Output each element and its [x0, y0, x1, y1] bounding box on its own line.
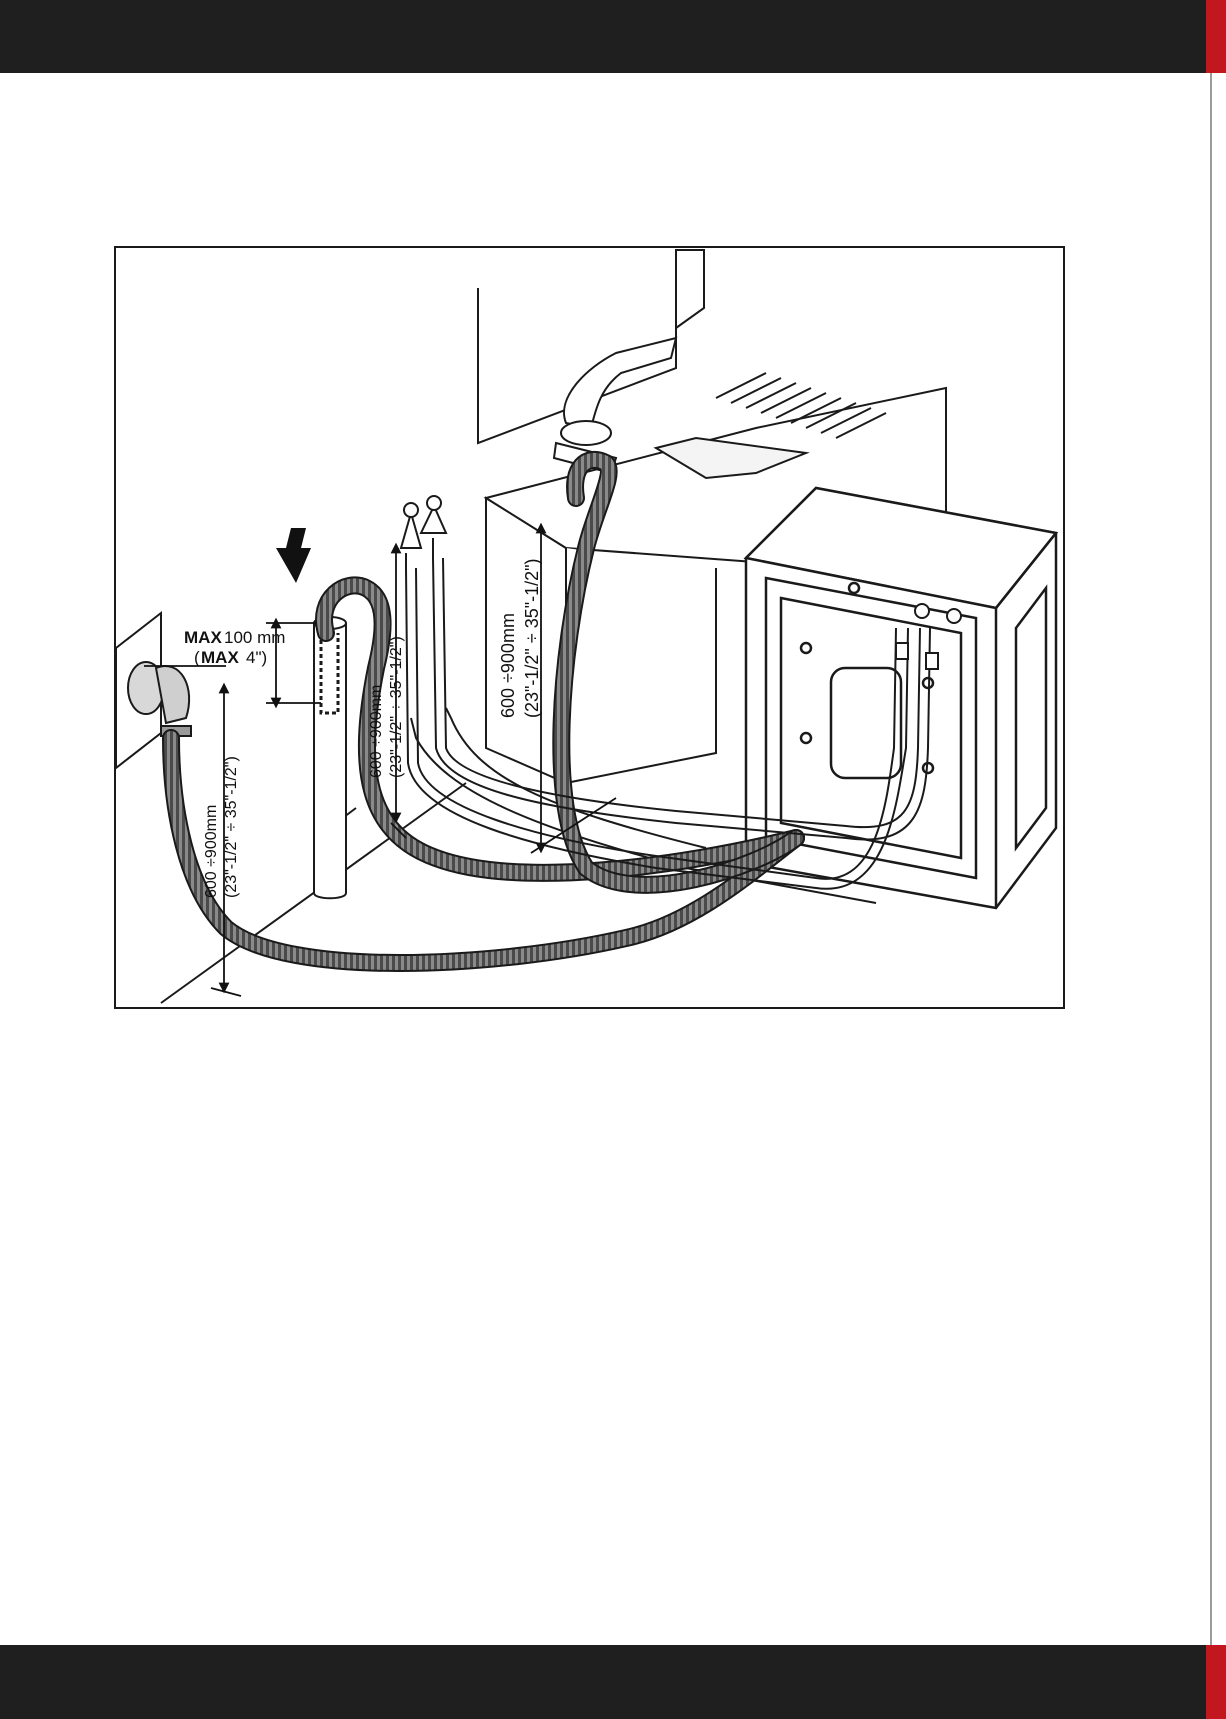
- footer-accent: [1206, 1645, 1226, 1719]
- page-edge-stripe: [1210, 73, 1212, 1645]
- water-taps: [401, 496, 446, 568]
- footer-band: [0, 1645, 1206, 1719]
- installation-diagram: MAX 100 mm ( MAX 4") 600 ÷900mm (23"-1/2…: [116, 248, 1067, 1011]
- mid-dim-mm: 600 ÷900mm: [368, 685, 385, 778]
- left-dim-mm: 600 ÷900mm: [203, 805, 220, 898]
- header-accent: [1206, 0, 1226, 73]
- standpipe: [314, 617, 346, 898]
- installation-figure: MAX 100 mm ( MAX 4") 600 ÷900mm (23"-1/2…: [114, 246, 1065, 1009]
- max-value: 100 mm: [224, 628, 285, 647]
- insert-arrow: [276, 528, 311, 583]
- header-band: [0, 0, 1206, 73]
- mid-dim-in: (23"-1/2" ÷ 35"-1/2"): [388, 636, 405, 778]
- right-dim-mm: 600 ÷900mm: [498, 613, 518, 718]
- left-dim-in: (23"-1/2" ÷ 35"-1/2"): [223, 756, 240, 898]
- max-inch-open: (: [194, 648, 200, 667]
- max-inch-label: MAX: [201, 648, 239, 667]
- right-dim-in: (23"-1/2" ÷ 35"-1/2"): [522, 558, 542, 718]
- left-dimension-label: 600 ÷900mm (23"-1/2" ÷ 35"-1/2"): [203, 756, 240, 898]
- max-label: MAX: [184, 628, 222, 647]
- max-inch-value: 4"): [246, 648, 267, 667]
